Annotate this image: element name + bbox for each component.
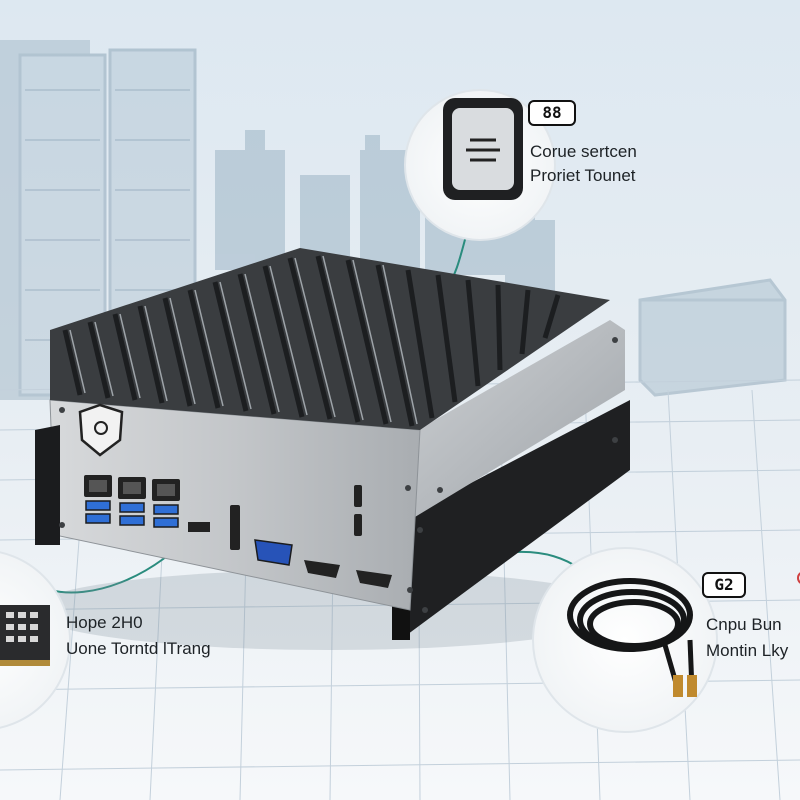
heatsink-fin-highlights	[69, 255, 418, 425]
side-mounting-bracket-left	[35, 425, 60, 545]
cable-connectors	[673, 675, 697, 697]
heatsink-fins	[62, 255, 561, 427]
chassis-screws	[59, 337, 618, 613]
shield-logo-icon	[78, 403, 124, 457]
callout-top-badge: 88	[528, 100, 576, 126]
memory-module-icon	[0, 605, 50, 666]
callout-right-line2: Montin Lky	[706, 641, 789, 660]
callout-left-line1: Hope 2H0	[66, 613, 143, 632]
chassis-side-panel	[400, 320, 625, 520]
vga-port	[254, 539, 293, 566]
callout-top-line2: Proriet Tounet	[530, 166, 636, 185]
callout-right-bubble	[532, 547, 718, 733]
equipment-box-background	[638, 278, 787, 397]
audio-jack-2	[354, 514, 362, 536]
hdmi-port-2	[356, 570, 392, 588]
storage-drive-icon	[443, 98, 523, 200]
edge-mark	[797, 572, 800, 584]
callout-right-badge: G2	[702, 572, 746, 598]
audio-jack	[354, 485, 362, 507]
callout-right-text: Cnpu Bun Montin Lky	[706, 612, 788, 664]
hdmi-port-1	[304, 560, 340, 578]
callout-top-text: Corue sertcen Proriet Tounet	[530, 140, 637, 188]
callout-right-line1: Cnpu Bun	[706, 615, 782, 634]
callout-left-text: Hope 2H0 Uone Torntd lTrang	[66, 610, 211, 662]
display-port	[188, 522, 210, 532]
side-mounting-bracket-right	[400, 400, 630, 640]
ethernet-ports	[84, 475, 180, 501]
usb-c-port	[230, 505, 240, 550]
callout-left-line2: Uone Torntd lTrang	[66, 639, 211, 658]
callout-top-line1: Corue sertcen	[530, 142, 637, 161]
device-shadow	[30, 570, 630, 650]
usb-ports	[85, 500, 179, 528]
factory-machines-background	[215, 130, 555, 300]
